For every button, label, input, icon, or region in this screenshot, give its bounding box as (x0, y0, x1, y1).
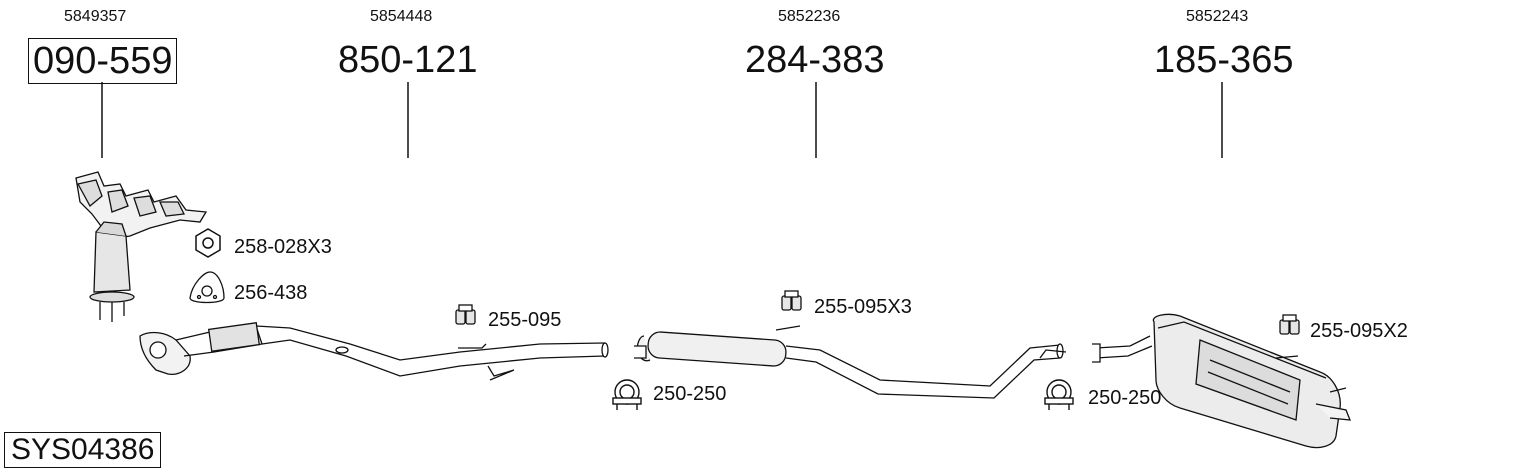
accessory-label-hanger-3[interactable]: 255-095X2 (1310, 320, 1408, 342)
oe-number-front-pipe: 5854448 (370, 8, 433, 25)
nut-icon (195, 228, 221, 258)
accessory-label-clamp-2[interactable]: 250-250 (1088, 387, 1162, 409)
accessory-label-clamp-1[interactable]: 250-250 (653, 383, 727, 405)
rear-silencer-drawing (1092, 313, 1352, 449)
part-number-manifold[interactable]: 090-559 (28, 38, 178, 84)
oe-number-manifold: 5849357 (64, 8, 127, 25)
accessory-label-nut[interactable]: 258-028X3 (234, 236, 332, 258)
oe-number-middle-silencer: 5852236 (778, 8, 841, 25)
oe-number-rear-silencer: 5852243 (1186, 8, 1249, 25)
gasket-icon (189, 271, 225, 304)
hanger-icon (455, 304, 476, 325)
manifold-catalyst-drawing (75, 171, 208, 322)
clamp-icon (612, 379, 642, 410)
clamp-icon (1044, 379, 1074, 410)
hanger-icon (781, 290, 802, 311)
hanger-icon (1279, 314, 1300, 335)
part-number-front-pipe[interactable]: 850-121 (338, 39, 478, 81)
accessory-label-gasket[interactable]: 256-438 (234, 282, 308, 304)
front-pipe-drawing (139, 322, 609, 381)
system-code: SYS04386 (4, 432, 162, 468)
accessory-label-hanger-2[interactable]: 255-095X3 (814, 296, 912, 318)
accessory-label-hanger-1[interactable]: 255-095 (488, 309, 562, 331)
part-number-middle-silencer[interactable]: 284-383 (745, 39, 885, 81)
middle-silencer-drawing (634, 325, 1067, 399)
part-number-rear-silencer[interactable]: 185-365 (1154, 39, 1294, 81)
